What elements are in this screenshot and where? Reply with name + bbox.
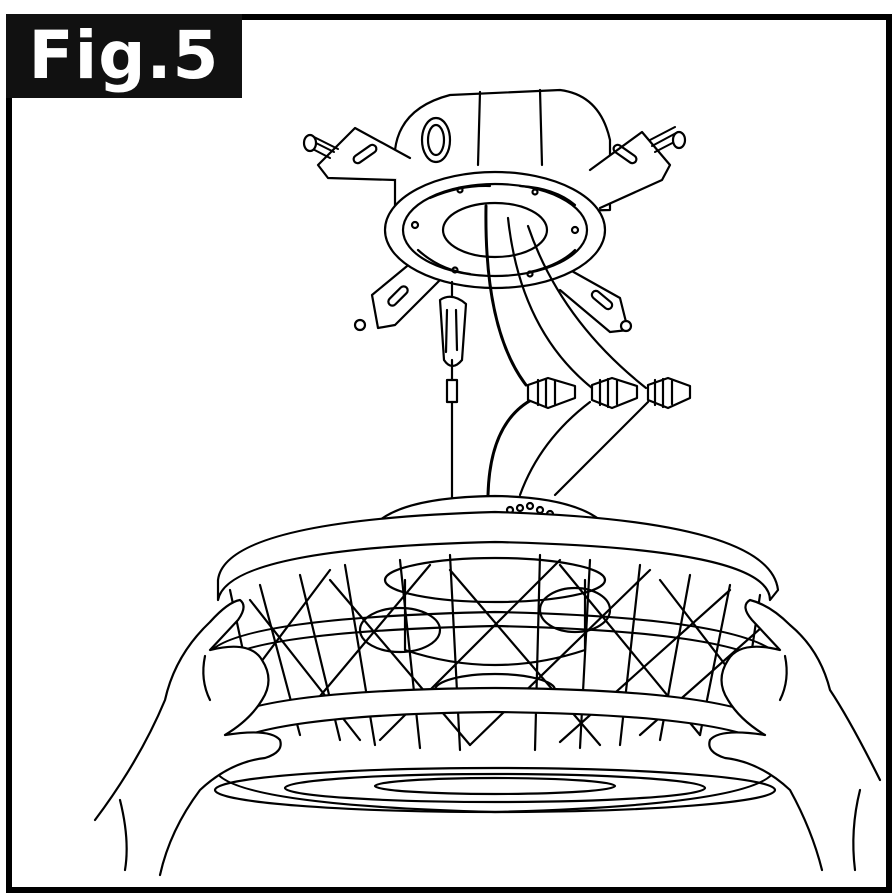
hand-icon (93, 598, 282, 877)
hand-icon (708, 598, 882, 872)
safety-hook-icon (438, 280, 468, 502)
figure-label: Fig.5 (6, 14, 242, 98)
ceiling-mounting-bracket-icon (302, 126, 687, 334)
fan-body-icon (203, 494, 792, 814)
wire-connector-icon (526, 376, 692, 410)
wires (484, 204, 650, 497)
